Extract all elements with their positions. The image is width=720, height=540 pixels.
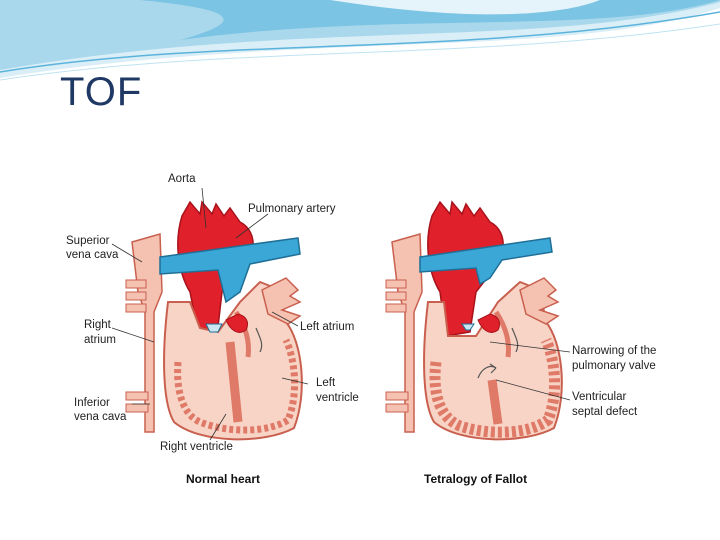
septum-icon bbox=[225, 341, 243, 423]
valve-icon bbox=[205, 323, 223, 333]
header-swoosh bbox=[0, 0, 720, 81]
label-right-ventricle: Right ventricle bbox=[160, 441, 233, 453]
label-vsd-line1: Ventricular bbox=[572, 391, 627, 403]
label-superior-vena-cava-line1: Superior bbox=[66, 235, 110, 247]
tof-valve-icon bbox=[461, 323, 475, 331]
vena-cava-icon bbox=[131, 233, 163, 433]
label-superior-vena-cava-line2: vena cava bbox=[66, 249, 119, 261]
label-left-ventricle-line2: ventricle bbox=[316, 392, 359, 404]
label-narrowing-line1: Narrowing of the bbox=[572, 345, 656, 357]
label-left-atrium: Left atrium bbox=[300, 321, 354, 333]
tof-pulmonary-artery-icon bbox=[419, 237, 553, 286]
heart-diagram-figure: Aorta Pulmonary artery Superior vena cav… bbox=[50, 152, 678, 504]
label-pulmonary-artery: Pulmonary artery bbox=[248, 203, 336, 215]
label-left-ventricle-line1: Left bbox=[316, 377, 336, 389]
caption-normal-heart: Normal heart bbox=[186, 472, 260, 486]
pulmonary-vein-icon bbox=[261, 277, 302, 325]
normal-heart-drawing bbox=[111, 187, 309, 441]
tof-pulmonary-vein-icon bbox=[519, 277, 560, 325]
tof-septum-icon bbox=[487, 379, 503, 425]
tof-vena-cava-icon bbox=[391, 233, 423, 433]
label-right-atrium-line1: Right bbox=[84, 319, 112, 331]
tof-heart-drawing bbox=[385, 200, 571, 441]
label-inferior-vena-cava-line1: Inferior bbox=[74, 397, 110, 409]
pulmonary-artery-icon bbox=[159, 237, 301, 304]
caption-tetralogy-of-fallot: Tetralogy of Fallot bbox=[424, 472, 527, 486]
heart-diagram: Aorta Pulmonary artery Superior vena cav… bbox=[66, 173, 656, 486]
label-vsd-line2: septal defect bbox=[572, 406, 638, 418]
label-narrowing-line2: pulmonary valve bbox=[572, 360, 656, 372]
slide-title: TOF bbox=[60, 70, 143, 114]
label-inferior-vena-cava-line2: vena cava bbox=[74, 411, 127, 423]
label-aorta: Aorta bbox=[168, 173, 196, 185]
label-right-atrium-line2: atrium bbox=[84, 334, 116, 346]
